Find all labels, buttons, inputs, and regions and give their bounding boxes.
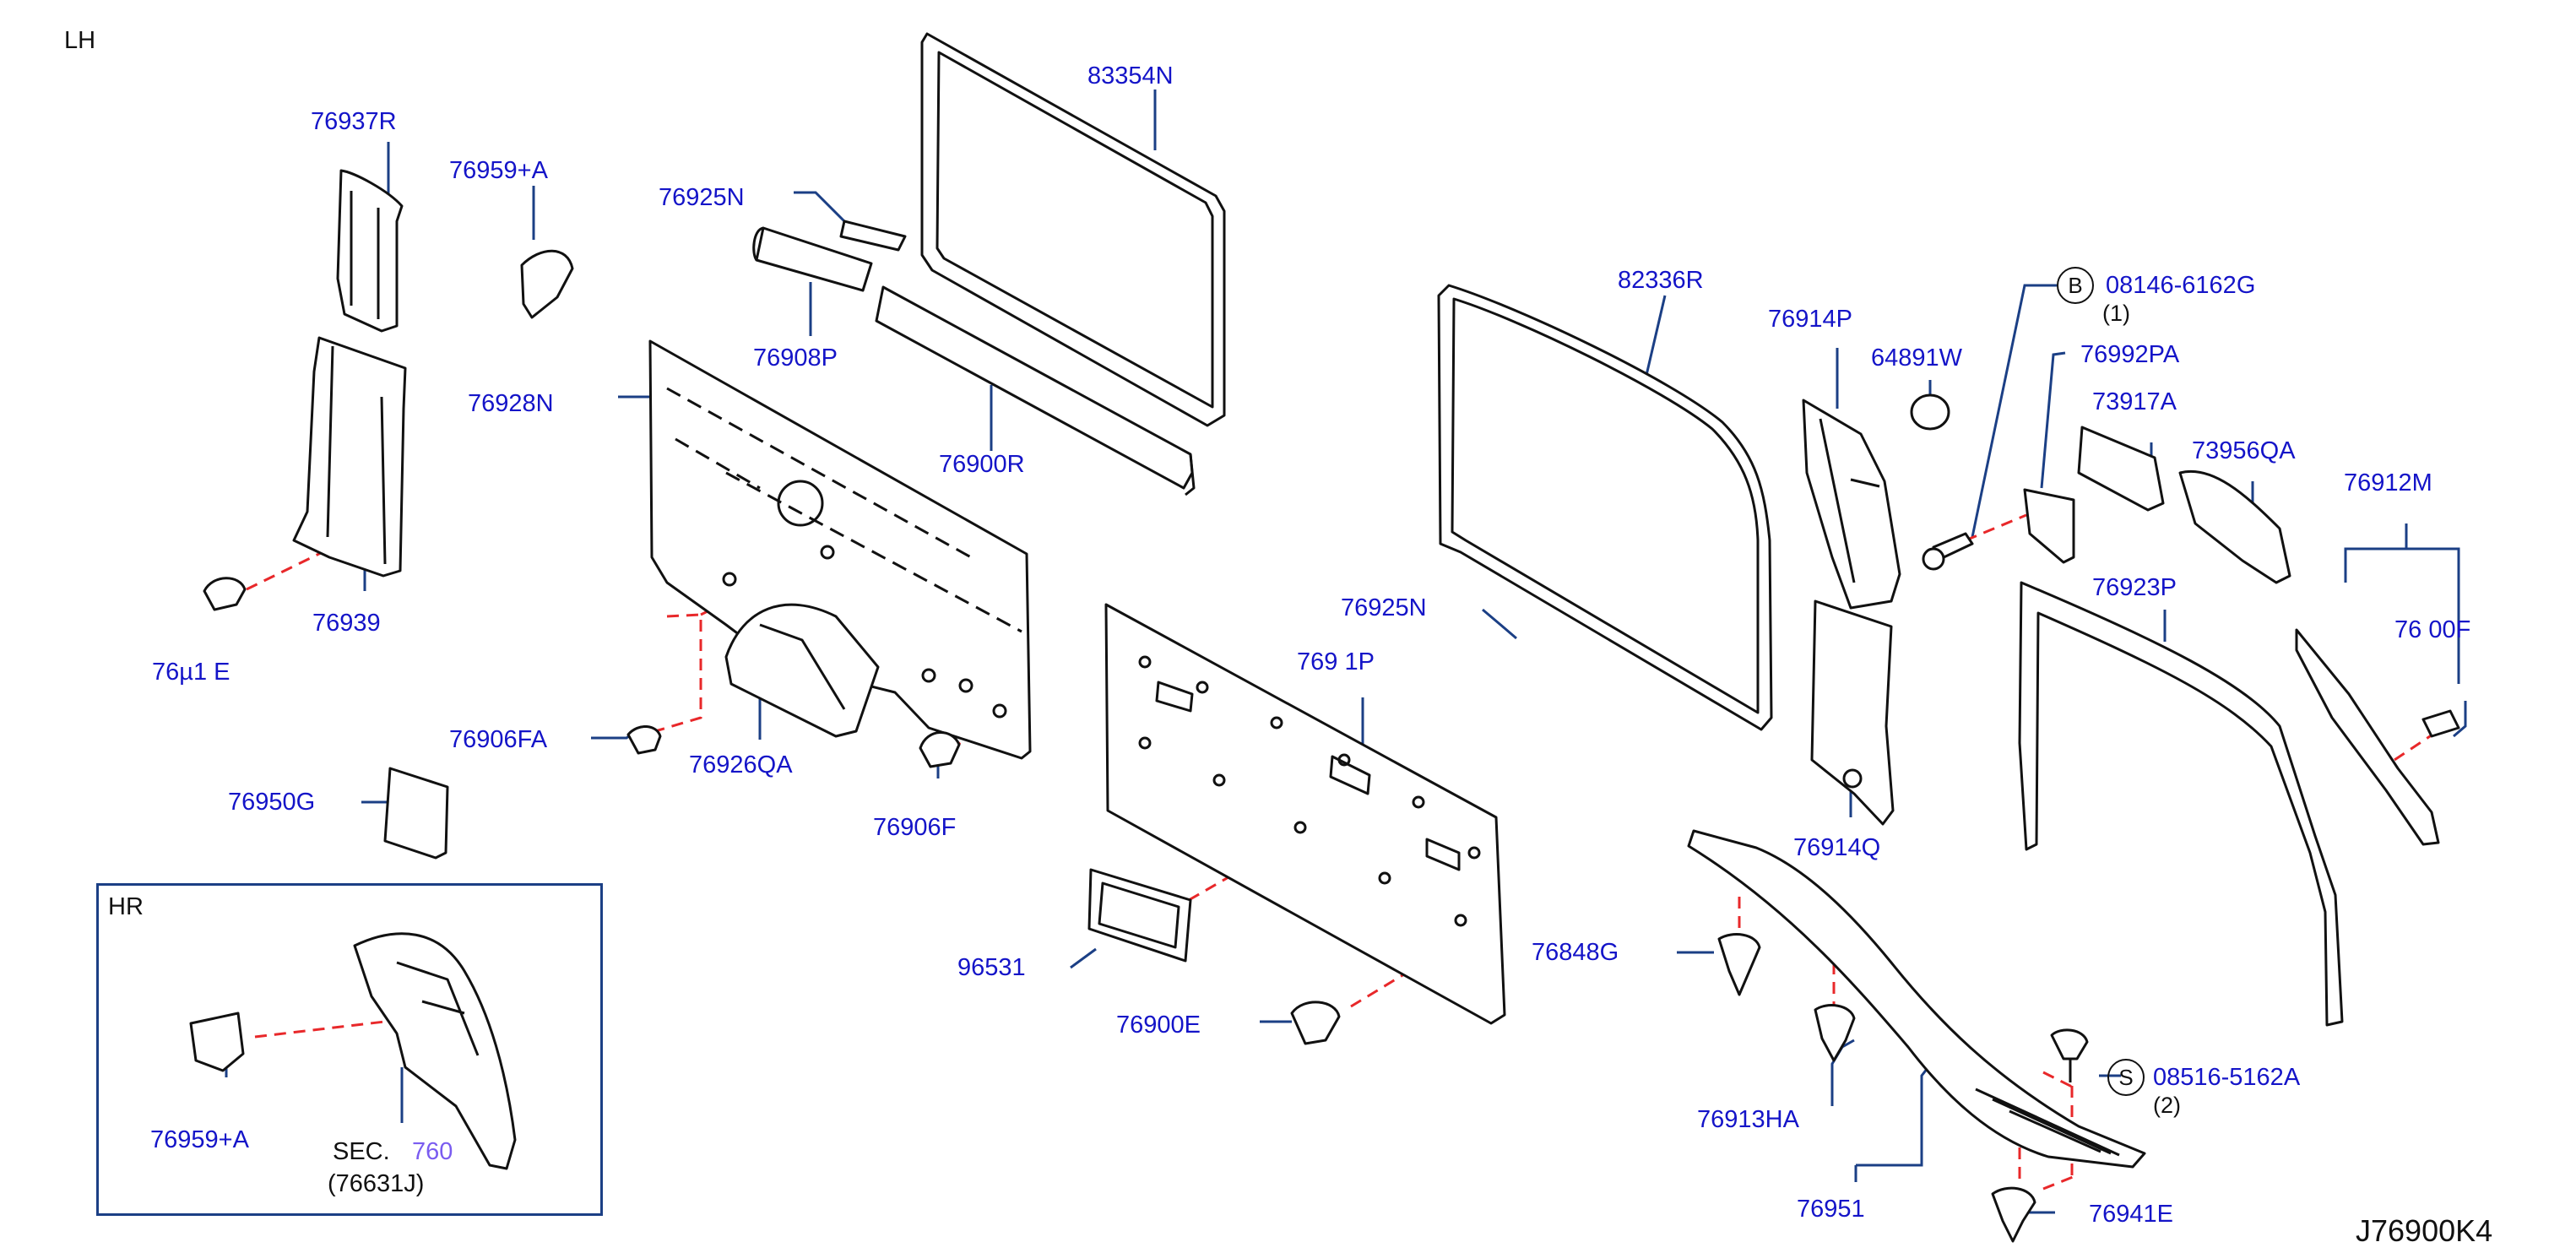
label-76908P[interactable]: 76908P [753,344,838,372]
part-76941E [1991,1186,2036,1243]
label-76951[interactable]: 76951 [1797,1196,1865,1223]
part-73917A [2077,426,2165,512]
label-73956QA[interactable]: 73956QA [2192,437,2296,464]
side-label: LH [64,27,96,54]
part-08516-screw [2050,1028,2089,1060]
inset-label: HR [108,893,144,920]
part-76939 [292,336,407,578]
part-76992PA [2023,488,2075,564]
label-76913HA[interactable]: 76913HA [1697,1106,1799,1133]
part-76913HA [1814,1004,1856,1062]
inset-sec-number[interactable]: 760 [412,1138,453,1165]
part-73956QA [2178,469,2291,584]
part-76908P [755,226,873,292]
label-08516-5162A[interactable]: 08516-5162A [2153,1064,2301,1091]
part-76951 [1687,829,2146,1169]
part-76912M [2295,628,2440,846]
label-76939[interactable]: 76939 [312,610,381,637]
label-76941E[interactable]: 76941E [2089,1201,2173,1228]
part-76914Q [1810,599,1895,826]
part-76906F [919,731,961,768]
label-76848G[interactable]: 76848G [1532,939,1619,966]
circle-s-marker: S [2107,1059,2145,1096]
label-76900E[interactable]: 76900E [1116,1012,1201,1039]
label-96531[interactable]: 96531 [957,954,1026,981]
part-83354N [920,32,1226,427]
part-76950G [383,767,449,860]
part-769x1P [1104,603,1506,1025]
part-82336R [1437,284,1773,731]
inset-label-76959A[interactable]: 76959+A [150,1126,249,1153]
label-76900R[interactable]: 76900R [939,451,1025,478]
part-76937R [336,169,404,333]
part-76923P [2018,581,2344,1027]
label-76925N-top[interactable]: 76925N [659,184,745,211]
label-76914Q[interactable]: 76914Q [1793,834,1881,861]
inset-sec-part: (76631J) [328,1170,425,1197]
part-76925N-bar [839,220,907,252]
diagram-code: J76900K4 [2356,1213,2493,1248]
label-08146-6162G[interactable]: 08146-6162G [2106,272,2256,299]
part-64891W [1910,393,1950,431]
label-73917A[interactable]: 73917A [2092,388,2177,415]
part-76911E [203,577,247,611]
label-769x1P[interactable]: 769 1P [1297,648,1375,675]
part-96531 [1087,868,1192,963]
inset-part-sec-760 [353,932,517,1170]
label-76912M[interactable]: 76912M [2344,469,2432,496]
qty-08146: (1) [2102,301,2130,326]
label-76992PA[interactable]: 76992PA [2080,341,2180,368]
label-76959A[interactable]: 76959+A [449,157,548,184]
label-76906FA[interactable]: 76906FA [449,726,548,753]
circle-b-marker: B [2057,267,2094,304]
label-76925N-mid[interactable]: 76925N [1341,594,1427,621]
qty-08516: (2) [2153,1093,2181,1118]
label-76906F[interactable]: 76906F [873,814,957,841]
part-76900R [875,285,1194,490]
label-76900F[interactable]: 76 00F [2394,616,2471,643]
hr-inset-box [96,883,603,1216]
label-76923P[interactable]: 76923P [2092,574,2177,601]
label-76911E[interactable]: 76µ1 E [152,659,230,686]
label-76914P[interactable]: 76914P [1768,306,1852,333]
label-76928N[interactable]: 76928N [468,390,554,417]
label-76926QA[interactable]: 76926QA [689,751,793,778]
label-64891W[interactable]: 64891W [1871,344,1963,372]
part-76959A [520,249,574,319]
label-83354N[interactable]: 83354N [1087,62,1174,90]
inset-sec-label: SEC. [333,1138,390,1165]
part-76906FA [626,725,662,755]
label-82336R[interactable]: 82336R [1618,267,1704,294]
part-76900E [1290,1001,1341,1045]
inset-part-76959A [189,1012,245,1072]
part-76914P [1802,399,1901,610]
part-76848G [1717,933,1761,996]
part-outlines [189,32,2460,1243]
part-76900F [2421,709,2460,738]
label-76950G[interactable]: 76950G [228,789,316,816]
label-76937R[interactable]: 76937R [311,108,397,135]
